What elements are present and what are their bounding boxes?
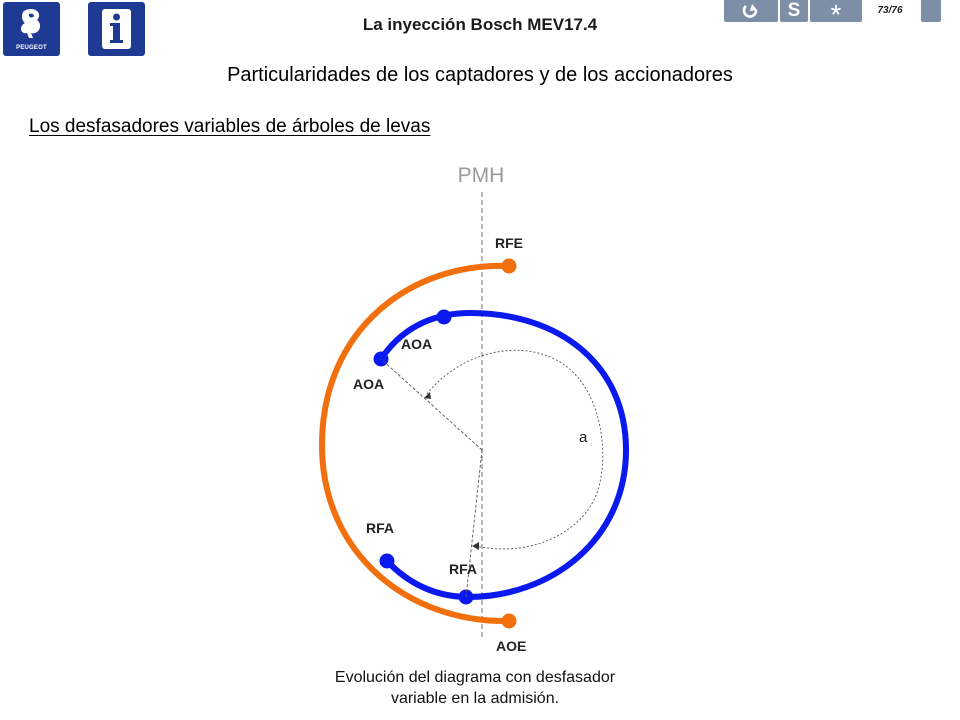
exhaust-valve-arc [318,262,512,625]
phase-arrow-rfa [472,542,479,550]
logo-text: PEUGEOT [16,45,47,51]
info-button[interactable] [88,2,145,56]
aoe-label: AOE [496,638,526,654]
caption-line-1: Evolución del diagrama con desfasador [334,669,616,686]
diagram-caption: Evolución del diagrama con desfasador va… [260,667,690,709]
rfe-point [501,258,517,274]
sub-title: Los desfasadores variables de árboles de… [29,116,431,137]
rfa-label-lower: RFA [449,561,477,577]
info-icon [102,9,131,49]
phase-arrow-aoa [424,392,431,399]
intake-valve-arc [378,309,630,601]
aoa-point-late [436,309,452,325]
glossary-button[interactable]: * [810,0,862,30]
return-icon [742,4,758,18]
aoe-point [501,613,517,629]
angle-label: a [579,429,588,446]
section-title: Particularidades de los captadores y de … [227,64,733,86]
summary-button[interactable]: S [780,0,808,22]
page-counter: 73/76 [877,5,903,16]
lion-icon [21,9,41,38]
rfa-label-upper: RFA [366,520,394,536]
next-button[interactable] [921,0,941,22]
aoa-label-upper: AOA [401,336,432,352]
peugeot-logo: PEUGEOT [3,2,60,56]
header-title: La inyección Bosch MEV17.4 [362,15,598,34]
rfa-point-early [379,553,395,569]
phase-shift-arc [426,349,604,550]
rfe-label: RFE [495,235,523,251]
back-button[interactable] [724,0,778,22]
aoa-radius-line [380,358,483,451]
caption-line-2: variable en la admisión. [390,690,560,707]
aoa-label-lower: AOA [353,376,384,392]
tdc-label: PMH [458,164,505,187]
